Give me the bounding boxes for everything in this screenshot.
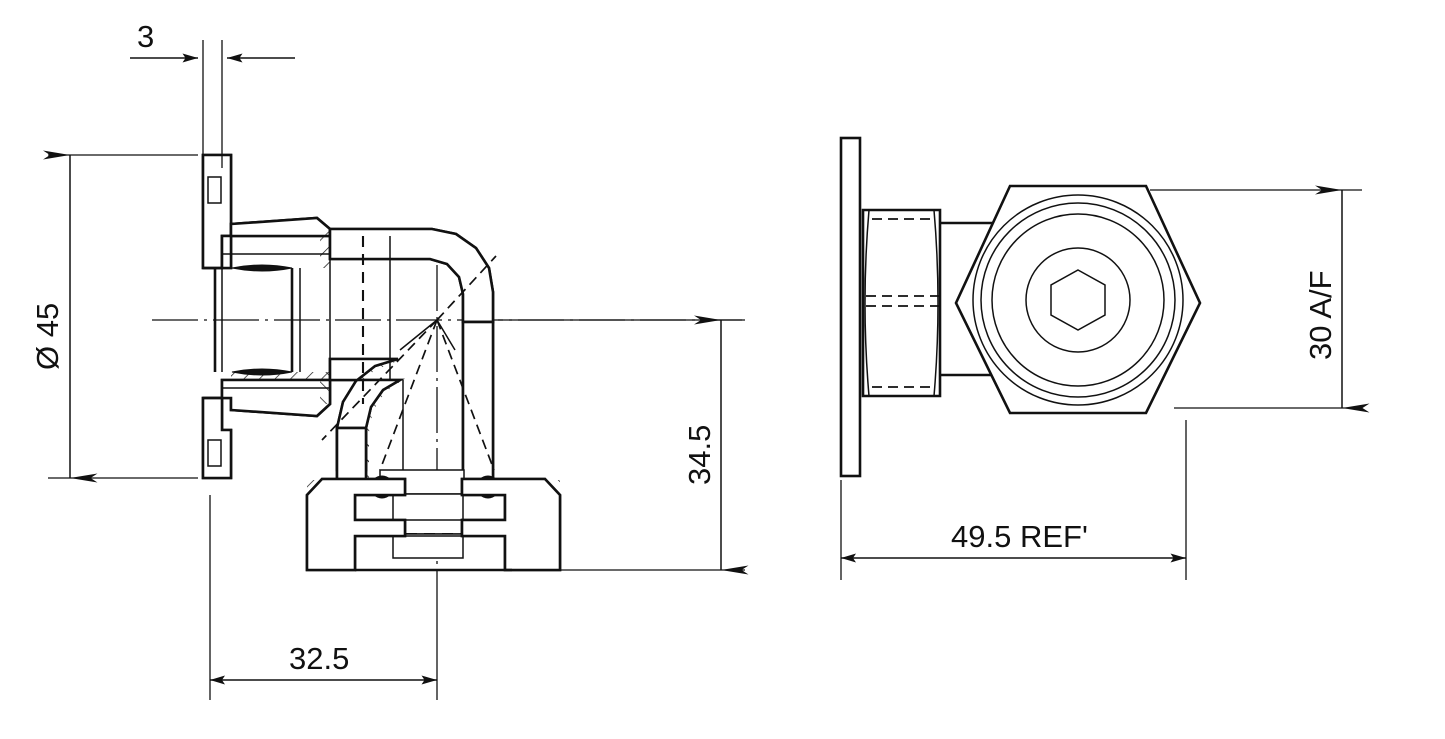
dimension-flange-thickness: 3 [130, 19, 295, 168]
left-section-view [152, 153, 742, 600]
flange-plate-edge [839, 136, 862, 478]
mounting-flange [201, 153, 233, 480]
dimension-flange-face-to-centre: 32.5 [209, 495, 438, 700]
dimension-centre-to-bottom: 34.5 [498, 315, 749, 575]
elbow-body-vertical-leg [335, 320, 495, 492]
dimension-label-centre-to-bottom: 34.5 [682, 425, 717, 485]
cap-nut [305, 477, 562, 572]
dimension-label-flange-thickness: 3 [137, 19, 154, 54]
hex-nut-end-view [954, 184, 1202, 415]
cylindrical-boss [861, 208, 942, 398]
dimension-label-overall-length-ref: 49.5 REF' [951, 519, 1088, 554]
flange-bolt-hole-lower [207, 439, 222, 467]
dimension-flange-diameter: Ø 45 [30, 150, 198, 483]
dimension-label-flange-diameter: Ø 45 [30, 303, 65, 370]
right-end-view [839, 136, 1202, 478]
dimension-hex-across-flats: 30 A/F [1150, 185, 1370, 413]
dimension-label-hex-across-flats: 30 A/F [1303, 270, 1338, 360]
dimension-label-flange-face-to-centre: 32.5 [289, 641, 349, 676]
dimension-overall-length-ref: 49.5 REF' [840, 420, 1187, 580]
flange-bolt-hole-upper [207, 176, 222, 204]
internal-hex-socket [1050, 269, 1106, 331]
bend-construction-hidden-lines [321, 255, 497, 471]
